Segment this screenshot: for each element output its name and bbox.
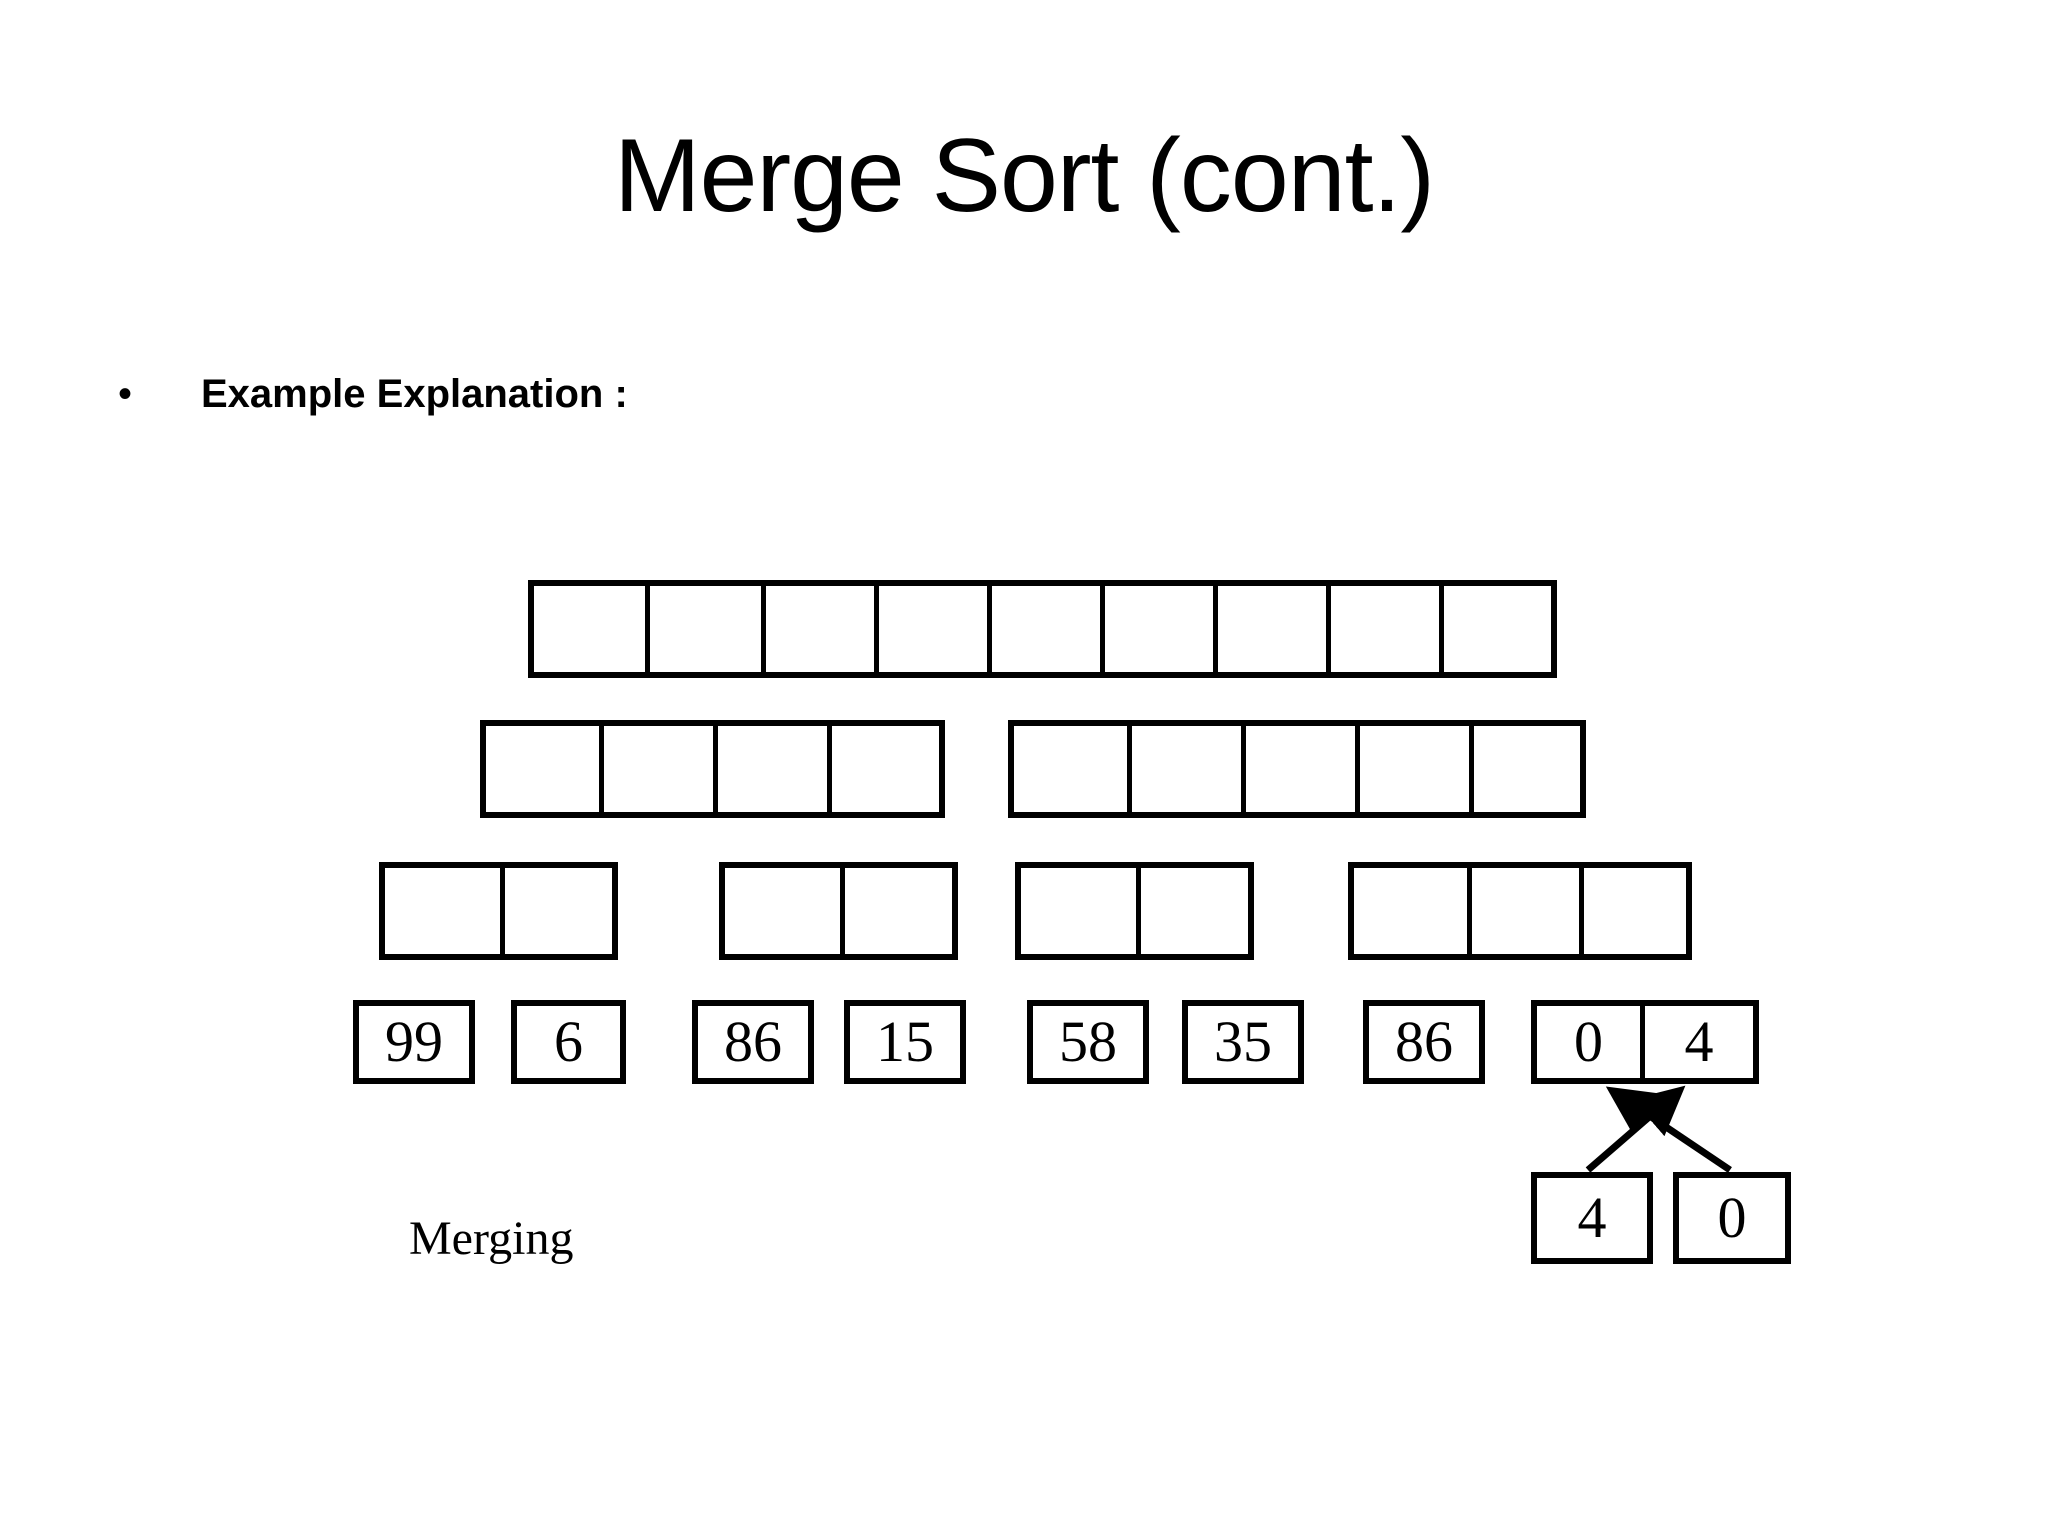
merge-source-value: 0	[1717, 1185, 1747, 1250]
level3-array-group-2	[719, 862, 958, 960]
leaf-value: 15	[876, 1009, 934, 1074]
merging-label: Merging	[409, 1212, 574, 1265]
level3-cell	[1021, 868, 1141, 954]
level1-cell	[1444, 586, 1551, 672]
level2-array-group-left	[480, 720, 945, 818]
leaf-box: 99	[353, 1000, 475, 1084]
merge-source-value: 4	[1577, 1185, 1607, 1250]
page-title: Merge Sort (cont.)	[613, 118, 1435, 234]
bullet-item-label: Example Explanation :	[201, 372, 628, 416]
level1-array-group	[528, 580, 1557, 678]
level1-cell	[766, 586, 879, 672]
level3-cell	[1583, 868, 1686, 954]
leaf-value: 99	[385, 1009, 443, 1074]
merged-pair-box: 0 4	[1531, 1000, 1759, 1084]
level1-cell	[1105, 586, 1218, 672]
leaf-value: 6	[554, 1009, 583, 1074]
level1-cell	[1331, 586, 1444, 672]
level2-cell	[1014, 726, 1132, 812]
level3-cell	[1141, 868, 1248, 954]
leaf-value: 86	[1395, 1009, 1453, 1074]
leaf-box: 58	[1027, 1000, 1149, 1084]
leaf-value: 58	[1059, 1009, 1117, 1074]
level2-cell	[1474, 726, 1580, 812]
level3-cell	[505, 868, 612, 954]
leaf-box: 35	[1182, 1000, 1304, 1084]
bullet-list-item: • Example Explanation :	[118, 372, 628, 417]
level2-cell	[718, 726, 832, 812]
level3-cell	[385, 868, 505, 954]
level2-cell	[832, 726, 939, 812]
leaf-box: 86	[1363, 1000, 1485, 1084]
level3-cell	[1471, 868, 1584, 954]
merge-arrow-up-right	[1585, 1085, 1686, 1173]
level3-cell	[1354, 868, 1472, 954]
merge-arrow-up-left	[1605, 1086, 1732, 1173]
level1-cell	[650, 586, 766, 672]
level2-cell	[1246, 726, 1360, 812]
level1-cell	[992, 586, 1105, 672]
merge-source-box-right: 0	[1673, 1172, 1791, 1264]
bullet-marker-icon: •	[118, 372, 133, 416]
leaf-value: 86	[724, 1009, 782, 1074]
level1-cell	[534, 586, 650, 672]
leaf-box: 15	[844, 1000, 966, 1084]
merged-pair-cell-right: 4	[1684, 1009, 1714, 1074]
merge-source-box-left: 4	[1531, 1172, 1653, 1264]
level2-cell	[1132, 726, 1246, 812]
leaf-value: 35	[1214, 1009, 1272, 1074]
level1-cell	[1218, 586, 1331, 672]
level2-cell	[1360, 726, 1474, 812]
level3-array-group-4	[1348, 862, 1692, 960]
leaf-box: 86	[692, 1000, 814, 1084]
level1-cell	[879, 586, 992, 672]
level3-array-group-3	[1015, 862, 1254, 960]
level3-array-group-1	[379, 862, 618, 960]
level3-cell	[845, 868, 952, 954]
leaf-box: 6	[511, 1000, 626, 1084]
level2-array-group-right	[1008, 720, 1586, 818]
level3-cell	[725, 868, 845, 954]
level2-cell	[604, 726, 718, 812]
merged-pair-cell-left: 0	[1537, 1006, 1645, 1078]
level2-cell	[486, 726, 604, 812]
